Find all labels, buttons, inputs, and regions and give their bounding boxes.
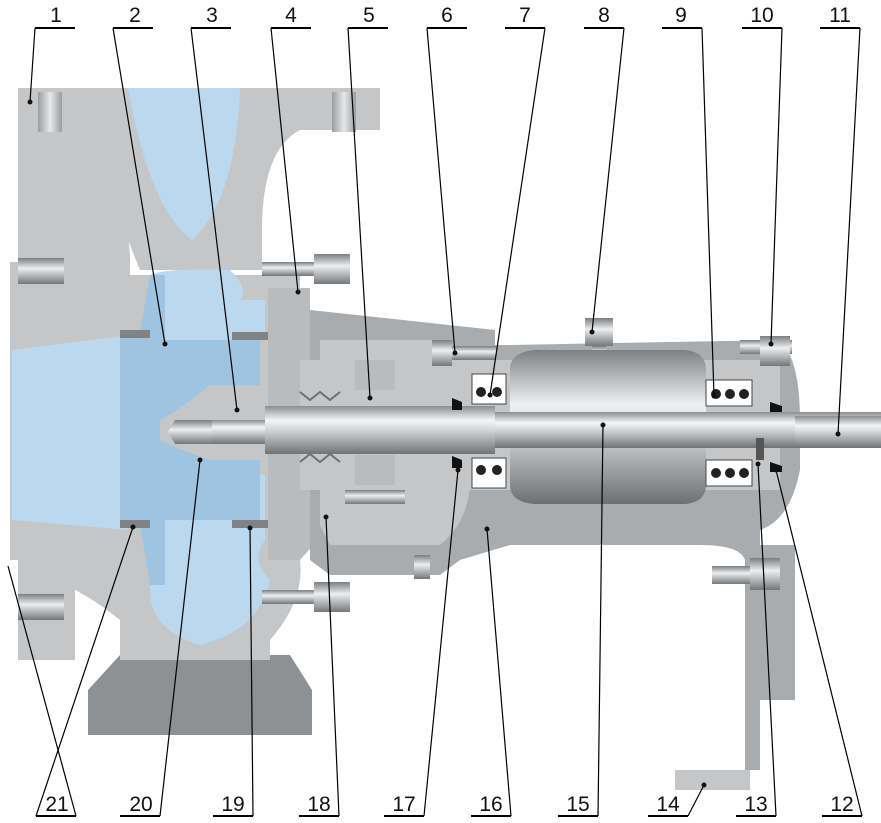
label-7: 7 <box>487 4 546 398</box>
cover-stud <box>262 262 316 276</box>
flange-bolt-hole <box>18 594 64 620</box>
pump-drawing <box>10 88 881 790</box>
casing-foot <box>88 655 312 735</box>
label-14: 14 <box>648 782 707 817</box>
label-18: 18 <box>299 514 340 817</box>
label-5: 5 <box>347 4 388 401</box>
wear-ring <box>120 330 150 338</box>
flange-bolt-hole <box>18 258 64 284</box>
svg-text:10: 10 <box>750 4 773 27</box>
volute-liquid-upper <box>150 269 265 340</box>
svg-text:15: 15 <box>566 793 589 816</box>
label-15: 15 <box>558 422 606 817</box>
label-10: 10 <box>742 4 783 347</box>
cover-nut <box>314 254 350 284</box>
svg-text:11: 11 <box>829 4 851 27</box>
labels-top: 1 2 3 4 5 6 7 <box>27 4 861 437</box>
seal-gland <box>355 360 395 390</box>
svg-text:17: 17 <box>392 793 415 816</box>
seal-stud <box>345 490 405 504</box>
label-21: 21 <box>7 524 136 817</box>
drain-plug <box>414 555 430 579</box>
end-cover-nut <box>760 336 790 366</box>
flange-bolt-hole <box>38 92 62 132</box>
cover-stud <box>262 590 316 604</box>
label-16: 16 <box>471 526 512 817</box>
svg-text:4: 4 <box>285 4 297 27</box>
lip-seal-outboard <box>770 402 782 472</box>
wear-ring <box>120 520 150 528</box>
lip-seal-inboard <box>452 398 462 468</box>
seal-gland <box>355 455 395 485</box>
bearing-outboard <box>705 379 753 487</box>
labels-bottom: 21 20 19 18 17 16 <box>7 422 863 817</box>
svg-text:9: 9 <box>675 4 687 27</box>
label-2: 2 <box>112 4 168 347</box>
label-6: 6 <box>426 4 467 356</box>
label-17: 17 <box>384 467 461 817</box>
svg-text:8: 8 <box>598 4 610 27</box>
impeller-nut <box>168 420 212 444</box>
svg-text:16: 16 <box>479 793 502 816</box>
svg-text:2: 2 <box>129 4 141 27</box>
label-11: 11 <box>820 4 861 437</box>
shaft-sleeve <box>265 406 495 454</box>
wear-ring <box>232 520 268 528</box>
cover-nut <box>314 582 350 612</box>
label-8: 8 <box>584 4 625 335</box>
label-4: 4 <box>270 4 311 295</box>
svg-text:20: 20 <box>129 793 152 816</box>
lock-nut <box>756 438 764 460</box>
suction-liquid <box>12 335 128 530</box>
vent-plug <box>585 318 613 346</box>
svg-text:1: 1 <box>50 4 62 27</box>
bracket-nut <box>432 340 452 366</box>
label-9: 9 <box>662 4 717 399</box>
svg-text:7: 7 <box>519 4 531 27</box>
label-1: 1 <box>27 4 75 105</box>
bracket-bolt <box>438 346 496 360</box>
label-19: 19 <box>213 525 254 817</box>
support-foot-upper <box>745 560 760 770</box>
svg-text:13: 13 <box>744 793 767 816</box>
impeller <box>120 275 260 585</box>
label-20: 20 <box>120 457 203 817</box>
svg-text:5: 5 <box>363 4 375 27</box>
svg-text:14: 14 <box>656 793 680 816</box>
support-foot <box>675 770 750 790</box>
svg-text:12: 12 <box>830 793 853 816</box>
bearing-inboard <box>471 373 507 489</box>
svg-text:3: 3 <box>206 4 218 27</box>
label-3: 3 <box>190 4 240 413</box>
seal-spring <box>299 390 341 464</box>
foot-nut <box>750 558 780 590</box>
svg-text:18: 18 <box>307 793 330 816</box>
shaft-step <box>205 420 275 444</box>
svg-text:6: 6 <box>441 4 453 27</box>
wear-ring <box>232 332 268 340</box>
svg-text:21: 21 <box>45 793 68 816</box>
label-13: 13 <box>736 461 777 817</box>
svg-text:19: 19 <box>221 793 244 816</box>
label-12: 12 <box>773 467 863 817</box>
